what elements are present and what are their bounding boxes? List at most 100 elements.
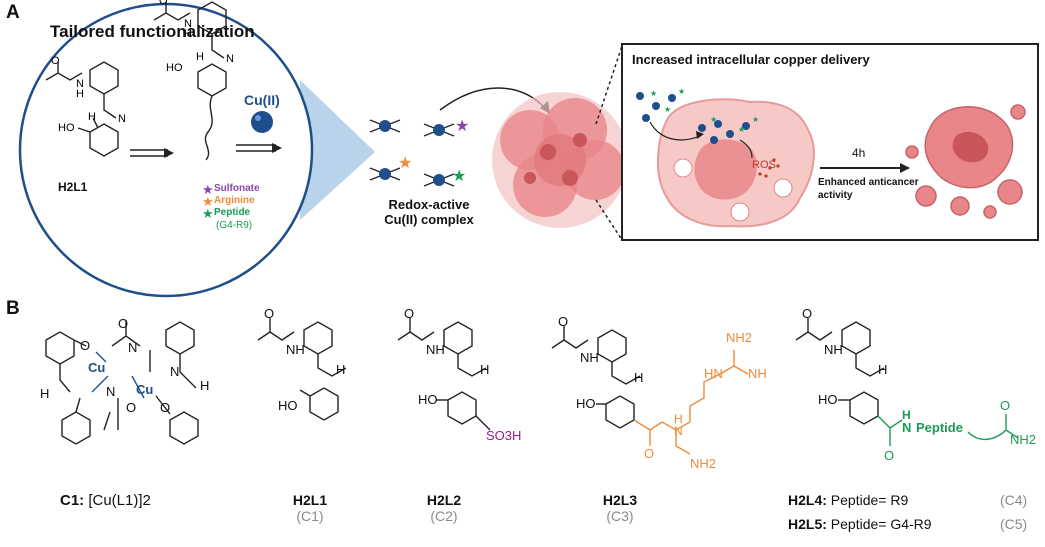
atom-label: NH2	[690, 456, 717, 471]
entering-complexes	[636, 92, 750, 144]
peptide-sequence-label: (G4-R9)	[216, 220, 253, 231]
time-label: 4h	[852, 146, 866, 160]
atom-label: O	[802, 306, 813, 321]
complex-label-line2: Cu(II) complex	[384, 212, 474, 227]
sulfonic-acid-label: SO3H	[486, 428, 522, 443]
svg-text:N: N	[184, 18, 192, 30]
cu-complex-icon	[379, 120, 391, 132]
svg-text:H: H	[88, 111, 96, 123]
svg-text:★: ★	[710, 115, 717, 124]
cu-complex-icon	[379, 168, 391, 180]
atom-label: H	[480, 362, 490, 377]
h2l2-name: H2L2	[426, 492, 462, 508]
atom-label: H	[40, 386, 50, 401]
atom-label: N	[674, 424, 683, 438]
atom-label: NH	[824, 342, 843, 357]
panel-b-letter: B	[6, 298, 20, 319]
h2l4-code: (C4)	[1000, 492, 1028, 508]
svg-text:★: ★	[650, 89, 657, 98]
atom-label: NH2	[726, 330, 753, 345]
atom-label: HN	[704, 366, 723, 381]
svg-text:N: N	[76, 78, 84, 90]
h2l2-caption: H2L2 (C2)	[404, 492, 484, 524]
h2l5-desc: Peptide= G4-R9	[830, 516, 932, 532]
h2l4-h2l5-structure	[795, 318, 1019, 446]
svg-text:H: H	[184, 28, 192, 40]
svg-text:H: H	[196, 51, 204, 63]
cancer-cell-icon	[657, 98, 815, 228]
h2l4-name: H2L4:	[788, 492, 827, 508]
c1-formula: [Cu(L1)]2	[88, 492, 151, 509]
effect-label-line2: activity	[818, 190, 853, 201]
h2l1-name: H2L1	[292, 492, 328, 508]
h2l4-desc: Peptide= R9	[830, 492, 909, 508]
atom-label: O	[644, 446, 655, 461]
svg-text:O: O	[159, 0, 168, 7]
atom-label: NH	[286, 342, 305, 357]
h2l3-name: H2L3	[602, 492, 638, 508]
ligand-label: H2L1	[58, 180, 88, 194]
atom-label: NH	[580, 350, 599, 365]
peptide-star-icon: ★	[202, 206, 214, 221]
h2l1-code: (C1)	[296, 508, 324, 524]
h2l3-caption: H2L3 (C3)	[580, 492, 660, 524]
atom-label: NH2	[1010, 432, 1037, 447]
complex-label: Redox-active Cu(II) complex	[374, 197, 484, 227]
svg-text:N: N	[226, 53, 234, 65]
atom-label: O	[404, 306, 415, 321]
arginine-star-icon: ★	[202, 194, 214, 209]
atom-label: O	[1000, 398, 1011, 413]
peptide-label: Peptide	[214, 207, 251, 218]
h2l5-name: H2L5:	[788, 516, 827, 532]
effect-label: Enhanced anticancer activity	[818, 176, 919, 202]
atom-label: H	[200, 378, 210, 393]
sulfonate-label: Sulfonate	[214, 183, 260, 194]
svg-text:HO: HO	[58, 122, 75, 134]
functionalized-ligand-structure: O N H N H HO	[153, 0, 234, 161]
atom-label: N	[170, 364, 180, 379]
atom-label: O	[558, 314, 569, 329]
atom-label: HO	[418, 392, 438, 407]
svg-text:O: O	[51, 55, 60, 67]
atom-label: O	[118, 316, 129, 331]
h2l2-code: (C2)	[430, 508, 458, 524]
double-arrow-2	[236, 144, 276, 152]
svg-text:H: H	[76, 88, 84, 100]
atom-label: H	[878, 362, 888, 377]
atom-label-cu: Cu	[136, 382, 154, 397]
h2l3-code: (C3)	[606, 508, 634, 524]
tumor-cluster-icon	[492, 92, 628, 228]
atom-label: O	[884, 448, 895, 463]
atom-label: HO	[818, 392, 838, 407]
atom-label: O	[80, 338, 91, 353]
svg-text:N: N	[118, 113, 126, 125]
peptide-star-icon: ★	[452, 168, 466, 185]
svg-text:HO: HO	[166, 62, 183, 74]
cu-complex-icon	[433, 124, 445, 136]
peptide-chain-label: Peptide	[916, 420, 963, 435]
copper-sphere-icon	[251, 111, 273, 133]
atom-label-cu: Cu	[88, 360, 106, 375]
h2l2-structure	[397, 318, 491, 431]
atom-label: NH	[426, 342, 445, 357]
svg-text:★: ★	[664, 105, 671, 114]
svg-text:★: ★	[678, 87, 685, 96]
tailored-title: Tailored functionalization	[50, 22, 255, 41]
h2l1-structure-a: O N H N H HO	[45, 55, 126, 157]
atom-label: NH	[748, 366, 767, 381]
atom-label: N	[106, 384, 116, 399]
h2l3-structure	[551, 326, 749, 455]
atom-label: H	[902, 408, 911, 422]
atom-label: H	[336, 362, 346, 377]
zoom-line-bottom	[595, 199, 623, 241]
atom-label: H	[634, 370, 644, 385]
arginine-label: Arginine	[214, 195, 255, 206]
box-title: Increased intracellular copper delivery	[632, 52, 870, 67]
copper-label: Cu(II)	[244, 92, 280, 108]
atom-label: N	[128, 340, 138, 355]
h2l5-caption: H2L5: Peptide= G4-R9 (C5)	[788, 516, 1038, 532]
atom-label: H	[674, 412, 683, 426]
arginine-star-icon: ★	[398, 155, 412, 172]
h2l4-caption: H2L4: Peptide= R9 (C4)	[788, 492, 1038, 508]
